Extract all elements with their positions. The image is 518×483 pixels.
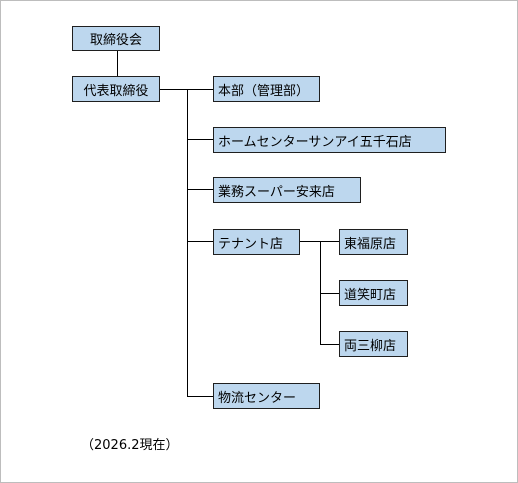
connector-headquarters xyxy=(187,139,213,140)
connector-dosho-machi xyxy=(320,293,339,294)
node-higashi-fukuhara: 東福原店 xyxy=(339,229,408,255)
node-tenant: テナント店 xyxy=(213,229,300,255)
connector-tenant xyxy=(187,396,213,397)
connector-tenant-branch xyxy=(300,241,339,242)
node-supermarket: 業務スーパー安来店 xyxy=(213,177,361,203)
node-headquarters: 本部（管理部） xyxy=(213,76,320,102)
node-ceo: 代表取締役 xyxy=(72,76,160,102)
connector-ceo-trunk xyxy=(160,89,213,90)
connector-board-ceo xyxy=(117,51,118,76)
connector-ryosan-yanagi xyxy=(320,344,339,345)
connector-supermarket xyxy=(187,241,213,242)
connector-home-center xyxy=(187,189,213,190)
as-of-note: （2026.2現在） xyxy=(81,438,179,453)
connector-tenant-trunk xyxy=(320,241,321,344)
connector-trunk xyxy=(187,89,188,396)
node-board: 取締役会 xyxy=(72,26,160,51)
node-dosho-machi: 道笑町店 xyxy=(339,280,408,306)
node-ryosan-yanagi: 両三柳店 xyxy=(339,331,408,357)
node-logistics: 物流センター xyxy=(213,383,320,409)
node-home-center: ホームセンターサンアイ五千石店 xyxy=(213,127,446,153)
